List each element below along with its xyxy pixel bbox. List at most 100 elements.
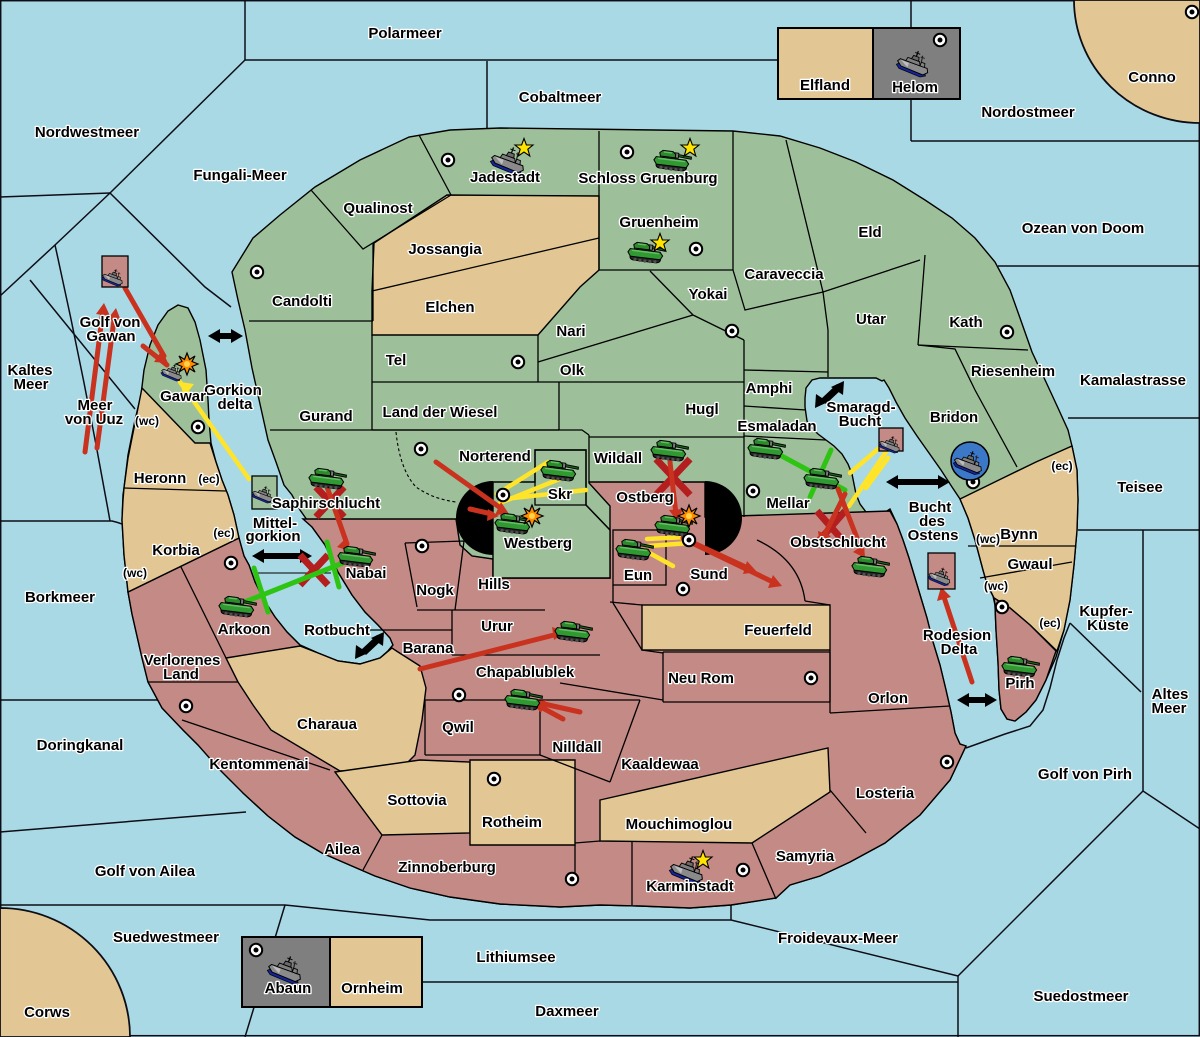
svg-text:(ec): (ec) — [198, 472, 219, 486]
svg-text:Fungali-Meer: Fungali-Meer — [193, 167, 287, 184]
svg-text:Golf von Ailea: Golf von Ailea — [95, 863, 196, 880]
svg-text:Zinnoberburg: Zinnoberburg — [398, 859, 496, 876]
svg-text:Golf von Pirh: Golf von Pirh — [1038, 766, 1132, 783]
svg-text:Froidevaux-Meer: Froidevaux-Meer — [778, 930, 898, 947]
svg-text:Kamalastrasse: Kamalastrasse — [1080, 372, 1186, 389]
svg-text:Chapablublek: Chapablublek — [476, 664, 575, 681]
svg-text:Delta: Delta — [941, 641, 978, 658]
svg-text:Esmaladan: Esmaladan — [737, 418, 816, 435]
svg-text:(ec): (ec) — [213, 526, 234, 540]
svg-text:Ailea: Ailea — [324, 841, 361, 858]
svg-text:Suedwestmeer: Suedwestmeer — [113, 929, 219, 946]
svg-text:Westberg: Westberg — [504, 535, 572, 552]
svg-text:Norterend: Norterend — [459, 448, 531, 465]
svg-text:Lithiumsee: Lithiumsee — [476, 949, 555, 966]
svg-text:Gorkion: Gorkion — [204, 382, 262, 399]
svg-text:Gwaul: Gwaul — [1007, 556, 1052, 573]
svg-text:Meer: Meer — [77, 397, 112, 414]
svg-text:Land der Wiesel: Land der Wiesel — [383, 404, 498, 421]
svg-text:Nordostmeer: Nordostmeer — [981, 104, 1075, 121]
svg-text:Kath: Kath — [949, 314, 982, 331]
svg-text:Cobaltmeer: Cobaltmeer — [519, 89, 602, 106]
svg-text:Land: Land — [163, 666, 199, 683]
svg-text:Ostberg: Ostberg — [616, 489, 674, 506]
svg-text:Ozean von Doom: Ozean von Doom — [1022, 220, 1145, 237]
svg-text:Urur: Urur — [481, 618, 513, 635]
svg-text:Mellar: Mellar — [766, 495, 810, 512]
svg-text:Barana: Barana — [403, 640, 455, 657]
svg-text:Riesenheim: Riesenheim — [971, 363, 1055, 380]
svg-text:Nabai: Nabai — [346, 565, 387, 582]
svg-text:Korbia: Korbia — [152, 542, 200, 559]
svg-text:Mouchimoglou: Mouchimoglou — [626, 816, 733, 833]
svg-text:(ec): (ec) — [1051, 459, 1072, 473]
svg-text:(wc): (wc) — [135, 414, 159, 428]
svg-text:Hills: Hills — [478, 576, 510, 593]
svg-text:Bucht: Bucht — [839, 413, 882, 430]
svg-text:(wc): (wc) — [123, 566, 147, 580]
svg-text:Bucht: Bucht — [909, 499, 952, 516]
svg-text:Mittel-: Mittel- — [253, 515, 297, 532]
svg-text:Jossangia: Jossangia — [408, 241, 482, 258]
svg-text:Ornheim: Ornheim — [341, 980, 403, 997]
svg-text:Nilldall: Nilldall — [552, 739, 601, 756]
svg-text:Jadestadt: Jadestadt — [470, 169, 540, 186]
svg-text:Pirh: Pirh — [1005, 675, 1034, 692]
svg-text:Skr: Skr — [548, 486, 572, 503]
svg-text:Sottovia: Sottovia — [387, 792, 447, 809]
svg-text:Losteria: Losteria — [856, 785, 915, 802]
svg-text:Eun: Eun — [624, 567, 652, 584]
svg-text:Meer: Meer — [1151, 700, 1186, 717]
svg-text:Hugl: Hugl — [685, 401, 718, 418]
svg-text:Borkmeer: Borkmeer — [25, 589, 95, 606]
svg-text:Nari: Nari — [556, 323, 585, 340]
svg-text:Feuerfeld: Feuerfeld — [744, 622, 812, 639]
svg-text:des: des — [919, 513, 945, 530]
svg-text:Helom: Helom — [892, 79, 938, 96]
svg-text:Caraveccia: Caraveccia — [744, 266, 824, 283]
svg-text:Tel: Tel — [386, 352, 407, 369]
svg-text:Wildall: Wildall — [594, 450, 642, 467]
svg-text:Meer: Meer — [13, 376, 48, 393]
svg-text:Arkoon: Arkoon — [218, 621, 271, 638]
svg-text:Daxmeer: Daxmeer — [535, 1003, 599, 1020]
svg-text:Amphi: Amphi — [746, 380, 793, 397]
svg-text:Suedostmeer: Suedostmeer — [1033, 988, 1128, 1005]
svg-text:Samyria: Samyria — [776, 848, 835, 865]
svg-text:Olk: Olk — [560, 362, 585, 379]
svg-text:Sund: Sund — [690, 566, 728, 583]
svg-text:Kupfer-: Kupfer- — [1079, 603, 1132, 620]
svg-text:Polarmeer: Polarmeer — [368, 25, 442, 42]
svg-text:Abaun: Abaun — [265, 980, 312, 997]
svg-text:Eld: Eld — [858, 224, 881, 241]
svg-text:Yokai: Yokai — [689, 286, 728, 303]
svg-text:Qwil: Qwil — [442, 719, 474, 736]
svg-text:Saphirschlucht: Saphirschlucht — [272, 495, 380, 512]
svg-text:Küste: Küste — [1087, 617, 1129, 634]
svg-text:Nordwestmeer: Nordwestmeer — [35, 124, 139, 141]
svg-text:Gawar: Gawar — [160, 388, 206, 405]
svg-text:delta: delta — [217, 396, 253, 413]
svg-text:Charaua: Charaua — [297, 716, 358, 733]
svg-text:Neu Rom: Neu Rom — [668, 670, 734, 687]
svg-text:Elfland: Elfland — [800, 77, 850, 94]
svg-text:Ostens: Ostens — [908, 527, 959, 544]
svg-text:Kaltes: Kaltes — [7, 362, 52, 379]
svg-text:Rodesion: Rodesion — [923, 627, 991, 644]
svg-text:Qualinost: Qualinost — [343, 200, 412, 217]
svg-text:(ec): (ec) — [1039, 616, 1060, 630]
svg-text:Utar: Utar — [856, 311, 886, 328]
svg-text:Rotbucht: Rotbucht — [304, 622, 370, 639]
svg-text:Orlon: Orlon — [868, 690, 908, 707]
svg-text:Golf von: Golf von — [80, 314, 141, 331]
svg-text:Rotheim: Rotheim — [482, 814, 542, 831]
svg-text:Schloss Gruenburg: Schloss Gruenburg — [578, 170, 717, 187]
svg-text:Kentommenai: Kentommenai — [209, 756, 308, 773]
svg-text:Bridon: Bridon — [930, 409, 978, 426]
svg-text:(wc): (wc) — [984, 579, 1008, 593]
svg-text:Doringkanal: Doringkanal — [37, 737, 124, 754]
svg-text:Verlorenes: Verlorenes — [144, 652, 221, 669]
svg-text:(wc): (wc) — [976, 532, 1000, 546]
svg-text:Corws: Corws — [24, 1004, 70, 1021]
svg-text:Elchen: Elchen — [425, 299, 474, 316]
